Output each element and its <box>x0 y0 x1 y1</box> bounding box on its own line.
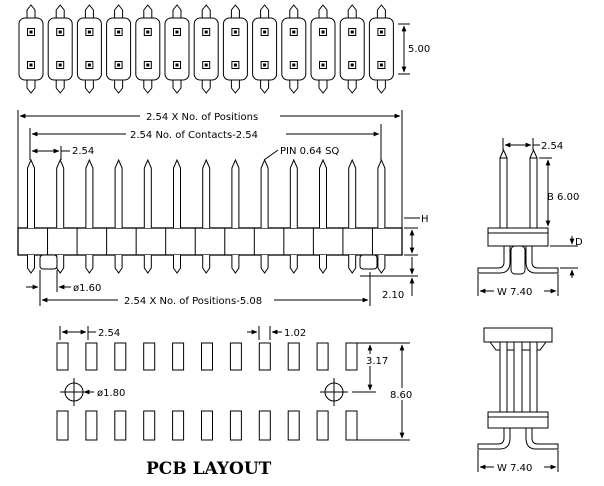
pcb-pad <box>114 410 127 441</box>
pcb-pad <box>85 410 98 441</box>
pcb-pad <box>345 342 358 371</box>
top-view-contact <box>222 4 248 94</box>
front-view-pin <box>173 158 181 274</box>
front-view-pin <box>231 158 240 274</box>
pcb-holes: ø1.80 <box>60 378 348 406</box>
pcb-layout-title: PCB LAYOUT <box>146 459 272 479</box>
pcb-dims: 2.54 1.02 3.17 8.60 <box>59 326 416 441</box>
pcb-pad <box>287 342 300 371</box>
pcb-pad <box>85 342 98 371</box>
front-view <box>17 158 403 274</box>
top-view-contact <box>310 4 336 94</box>
front-view-dims: 2.54 X No. of Positions 2.54 No. of Cont… <box>17 110 429 307</box>
pcb-pad <box>56 342 69 371</box>
pcb-pad <box>201 410 213 441</box>
pcb-pad <box>172 410 185 441</box>
pcb-dim-860: 8.60 <box>390 390 412 401</box>
pcb-pad <box>316 410 329 441</box>
side-view <box>477 148 559 275</box>
pcb-pad <box>258 410 271 441</box>
front-view-pin <box>202 158 211 274</box>
top-view-contact <box>135 4 161 94</box>
front-dim-positions: 2.54 X No. of Positions <box>146 112 258 123</box>
top-view-contact <box>368 4 394 94</box>
top-view-contact <box>281 4 307 94</box>
front-view-pin <box>85 158 94 274</box>
top-view-contact <box>164 4 190 94</box>
front-view-pin <box>289 158 298 274</box>
side-view-dims: 2.54 B 6.00 D W 7.40 <box>477 138 583 298</box>
front-view-pin <box>56 158 65 274</box>
top-view-contact <box>193 4 219 94</box>
front-view-pin <box>377 158 386 274</box>
side-dim-w: W 7.40 <box>497 287 532 298</box>
pcb-pad <box>114 342 127 371</box>
pcb-dim-pitch: 2.54 <box>98 328 120 339</box>
pcb-layout <box>56 342 358 441</box>
pcb-pad <box>287 410 300 441</box>
front-pin-note: PIN 0.64 SQ <box>280 146 339 157</box>
front-view-pin <box>114 158 123 274</box>
front-view-pin <box>143 158 152 274</box>
pcb-pad <box>316 342 329 371</box>
pcb-pad <box>56 410 69 441</box>
top-view-contact <box>106 4 132 94</box>
side-dim-d: D <box>575 237 583 248</box>
top-view-contact <box>252 4 278 94</box>
pcb-pad <box>172 342 185 371</box>
front-dim-h: H <box>421 214 429 225</box>
pcb-pad <box>143 342 156 371</box>
side-view-bottom <box>477 327 559 450</box>
front-dim-dia: ø1.60 <box>73 283 101 294</box>
pcb-pad <box>229 342 242 371</box>
top-view-contact <box>339 4 365 94</box>
pcb-dim-pad: 1.02 <box>284 328 306 339</box>
pcb-pad <box>201 342 213 371</box>
top-view-contact <box>47 4 73 94</box>
top-view <box>18 4 394 94</box>
pcb-pad <box>258 342 271 371</box>
top-view-dims: 5.00 <box>398 23 430 75</box>
pcb-dim-317: 3.17 <box>366 356 388 367</box>
front-dim-210: 2.10 <box>382 290 404 301</box>
side-bottom-dim-w: W 7.40 <box>497 463 532 474</box>
top-view-contact <box>76 4 102 94</box>
front-view-pin <box>27 158 35 274</box>
front-dim-contacts: 2.54 No. of Contacts-2.54 <box>130 130 258 141</box>
pcb-pad <box>345 410 358 441</box>
front-view-pin <box>319 158 327 274</box>
top-dim-height: 5.00 <box>408 44 430 55</box>
side-view-bottom-dims: W 7.40 <box>477 450 559 474</box>
front-view-pin <box>260 158 269 274</box>
front-dim-bottom: 2.54 X No. of Positions-5.08 <box>124 296 262 307</box>
front-dim-pitch: 2.54 <box>72 146 94 157</box>
top-view-contact <box>18 4 44 94</box>
pcb-pad <box>229 410 242 441</box>
pcb-pad <box>143 410 156 441</box>
side-dim-pitch: 2.54 <box>541 141 563 152</box>
front-view-pin <box>348 158 357 274</box>
side-dim-b: B 6.00 <box>547 192 579 203</box>
pcb-dim-hole: ø1.80 <box>97 388 125 399</box>
